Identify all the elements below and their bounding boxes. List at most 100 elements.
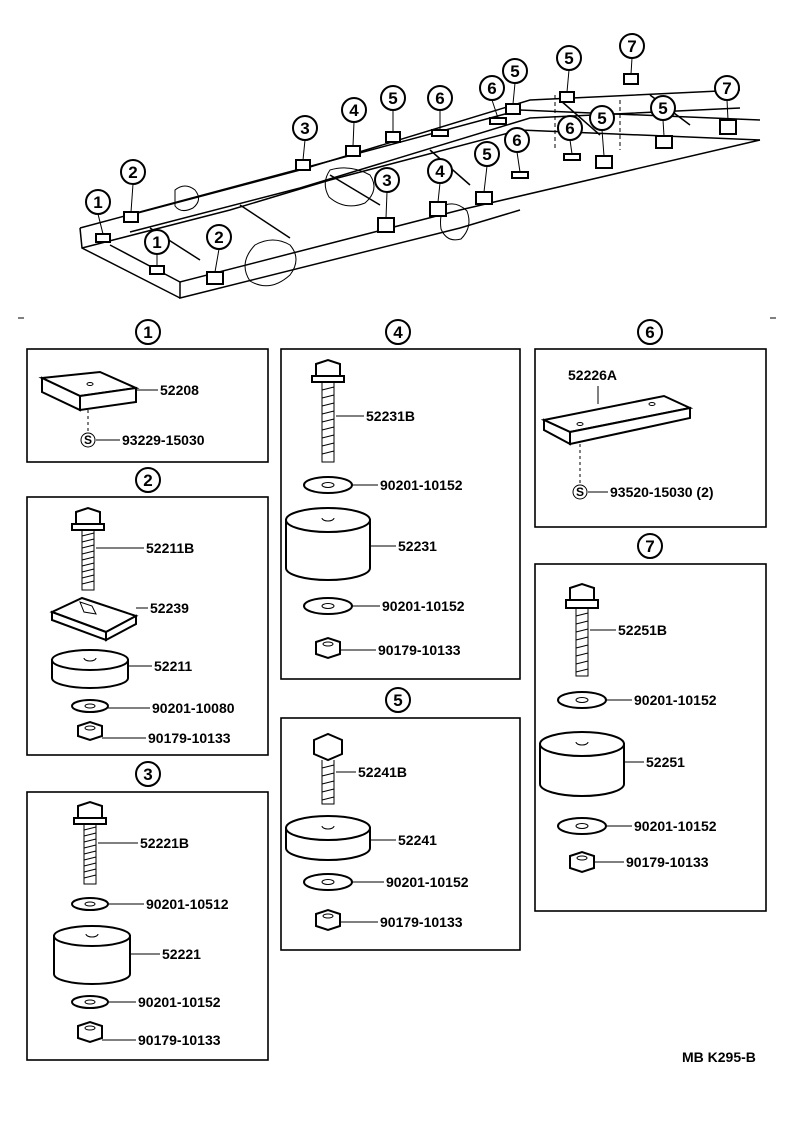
part-label: 90201-10512: [146, 896, 229, 912]
part-label: 52239: [150, 600, 189, 616]
overview-callout-6c: 6: [504, 127, 530, 153]
washer-icon: [71, 995, 109, 1009]
overview-callout-5b: 5: [474, 141, 500, 167]
part-label: 52221B: [140, 835, 189, 851]
part-label: 52251B: [618, 622, 667, 638]
washer-icon: [303, 597, 353, 615]
part-label: 90201-10152: [138, 994, 221, 1010]
svg-text:5: 5: [564, 49, 573, 68]
overview-callout-3b: 3: [374, 167, 400, 193]
nut-icon: [77, 1020, 103, 1044]
bolt-icon: [565, 582, 599, 677]
bolt-icon: [73, 800, 107, 885]
part-label: 90201-10152: [380, 477, 463, 493]
part-label: 93229-15030: [122, 432, 205, 448]
svg-text:7: 7: [627, 37, 636, 56]
svg-text:S: S: [84, 433, 92, 447]
part-label: 52221: [162, 946, 201, 962]
overview-callout-5a: 5: [380, 85, 406, 111]
part-label: 52226A: [568, 367, 617, 383]
svg-text:3: 3: [300, 119, 309, 138]
svg-text:4: 4: [349, 101, 359, 120]
nut-icon: [569, 850, 595, 874]
part-label: 52211B: [146, 540, 194, 556]
overview-callout-6d: 6: [557, 115, 583, 141]
part-label: 90179-10133: [138, 1032, 221, 1048]
part-label: 52231B: [366, 408, 415, 424]
washer-icon: [303, 873, 353, 891]
overview-callout-4a: 4: [341, 97, 367, 123]
cushion-icon: [539, 731, 625, 797]
svg-text:S: S: [576, 485, 584, 499]
svg-text:1: 1: [93, 193, 102, 212]
part-label: 52241: [398, 832, 437, 848]
svg-text:5: 5: [482, 145, 491, 164]
svg-text:6: 6: [487, 79, 496, 98]
overview-callout-2b: 2: [206, 224, 232, 250]
group-4-header: 4: [385, 319, 411, 345]
bolt-icon: [71, 506, 105, 591]
cushion-icon: [53, 925, 131, 985]
part-label: 90179-10133: [380, 914, 463, 930]
svg-text:2: 2: [128, 163, 137, 182]
group-5: 5 52241B 52241 90201-10152 90179-10133: [280, 687, 521, 951]
part-label: 52211: [154, 658, 192, 674]
svg-text:7: 7: [645, 537, 654, 556]
group-2-header: 2: [135, 467, 161, 493]
part-label: 90179-10133: [148, 730, 231, 746]
part-label: 93520-15030 (2): [610, 484, 714, 500]
group-6: 6 52226A S 93520-15030 (2): [534, 319, 767, 528]
svg-text:1: 1: [143, 323, 152, 342]
washer-icon: [71, 699, 109, 713]
group-7-header: 7: [637, 533, 663, 559]
bolt-icon: [311, 358, 345, 463]
cushion-icon: [285, 507, 371, 581]
frame-overview: 1 1 2 2 3 3 4 4 5 5 5 5 5 6 6 6 6 7 7 5: [79, 33, 761, 299]
part-label: 90179-10133: [626, 854, 709, 870]
group-3: 3 52221B 90201-10512 52221 90201-10152: [26, 761, 269, 1061]
part-label: 90201-10152: [386, 874, 469, 890]
pad-52208-icon: [38, 370, 140, 412]
washer-icon: [557, 691, 607, 709]
group-2: 2 52211B 52239 52211 90201-1: [26, 467, 269, 756]
part-label: 52251: [646, 754, 685, 770]
overview-callout-1b: 1: [144, 229, 170, 255]
overview-callout-2a: 2: [120, 159, 146, 185]
part-label: 90201-10152: [382, 598, 465, 614]
svg-text:5: 5: [510, 62, 519, 81]
overview-callout-3a: 3: [292, 115, 318, 141]
part-label: 90201-10080: [152, 700, 235, 716]
group-1: 1 52208 S 93229-15030: [26, 319, 269, 463]
nut-icon: [315, 636, 341, 660]
part-label: 52208: [160, 382, 199, 398]
group-1-header: 1: [135, 319, 161, 345]
svg-text:6: 6: [512, 131, 521, 150]
svg-text:5: 5: [658, 99, 667, 118]
group-6-header: 6: [637, 319, 663, 345]
overview-callout-7a: 7: [619, 33, 645, 59]
svg-text:6: 6: [565, 119, 574, 138]
washer-icon: [557, 817, 607, 835]
svg-text:5: 5: [393, 691, 402, 710]
cushion-icon: [285, 815, 371, 861]
s-mark-icon: S: [80, 432, 96, 448]
group-5-header: 5: [385, 687, 411, 713]
bolt-icon: [313, 732, 343, 805]
s-mark-icon: S: [572, 484, 588, 500]
nut-icon: [77, 720, 103, 742]
part-label: 90201-10152: [634, 692, 717, 708]
svg-text:5: 5: [597, 109, 606, 128]
overview-callout-4b: 4: [427, 158, 453, 184]
group-3-header: 3: [135, 761, 161, 787]
overview-callout-5c: 5: [502, 58, 528, 84]
overview-callout-6b: 6: [479, 75, 505, 101]
overview-callout-6a: 6: [427, 85, 453, 111]
overview-callout-5e: 5: [589, 105, 615, 131]
svg-text:5: 5: [388, 89, 397, 108]
svg-text:4: 4: [435, 162, 445, 181]
overview-callout-5d: 5: [556, 45, 582, 71]
part-label: 90201-10152: [634, 818, 717, 834]
part-label: 52231: [398, 538, 437, 554]
cushion-icon: [51, 649, 129, 689]
